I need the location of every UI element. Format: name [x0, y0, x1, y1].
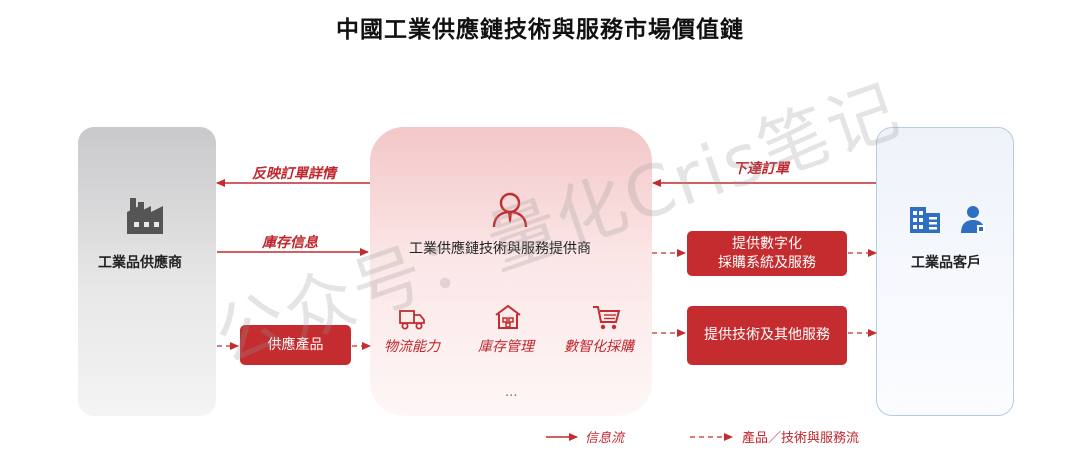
capability-procurement: 數智化採購: [564, 339, 634, 355]
capability-inventory: 庫存管理: [478, 339, 534, 355]
product-flow-arrows: [217, 249, 877, 350]
feedback-label: 反映訂單詳情: [252, 166, 336, 182]
inventory-label: 庫存信息: [262, 235, 318, 251]
digital-system-box: 提供數字化 採購系統及服務: [687, 231, 847, 276]
capability-logistics: 物流能力: [384, 339, 440, 355]
legend-info-flow: 信息流: [585, 431, 625, 446]
info-flow-arrows: [216, 179, 876, 256]
customer-panel: [876, 127, 1014, 416]
order-label: 下達訂單: [733, 161, 789, 177]
tech-services-box: 提供技術及其他服務: [687, 306, 847, 365]
customer-label: 工業品客戶: [911, 255, 981, 271]
factory-icon: [125, 196, 171, 238]
supplier-label: 工業品供應商: [98, 255, 182, 271]
cart-icon: [591, 303, 621, 335]
person-icon: [490, 191, 530, 233]
warehouse-icon: [494, 303, 522, 335]
truck-icon: [398, 307, 426, 335]
building-user-icon: [909, 203, 989, 239]
provider-label: 工業供應鏈技術與服務提供商: [409, 241, 591, 257]
provider-panel: [370, 127, 652, 416]
supplier-panel: [78, 127, 216, 416]
supply-products-box: 供應產品: [240, 325, 351, 365]
capability-ellipsis: ...: [505, 385, 518, 400]
diagram-title: 中國工業供應鏈技術與服務市場價值鏈: [336, 16, 744, 43]
legend-product-flow: 產品／技術與服務流: [742, 431, 860, 446]
